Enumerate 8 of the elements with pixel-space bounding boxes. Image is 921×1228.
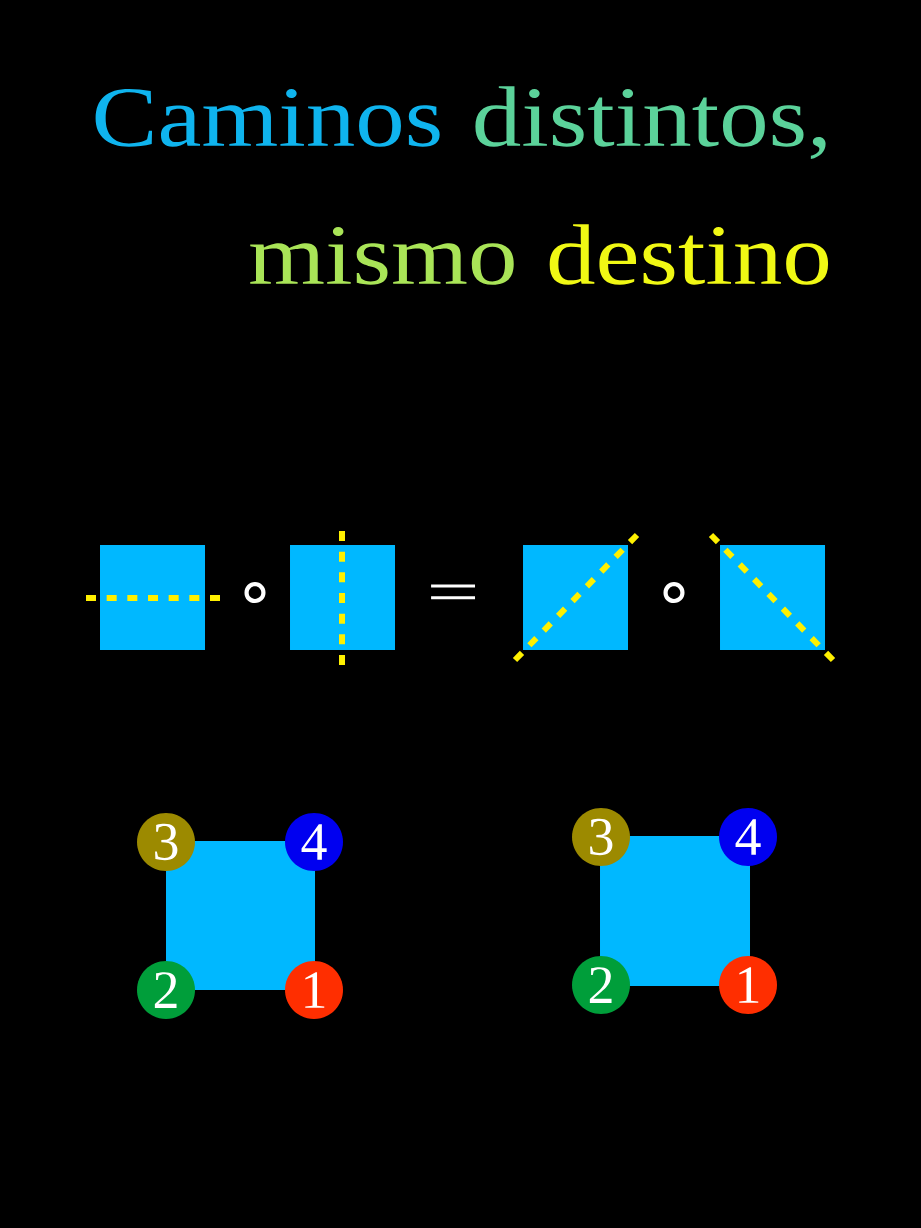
- square: [100, 545, 205, 650]
- title: Caminos distintos, mismo destino: [95, 86, 829, 285]
- composition-symbol: ∘: [244, 582, 266, 604]
- composition-symbol: ∘: [663, 582, 685, 604]
- equals-sign: =: [431, 584, 475, 600]
- square: [720, 545, 825, 650]
- square: [290, 545, 395, 650]
- square: [523, 545, 628, 650]
